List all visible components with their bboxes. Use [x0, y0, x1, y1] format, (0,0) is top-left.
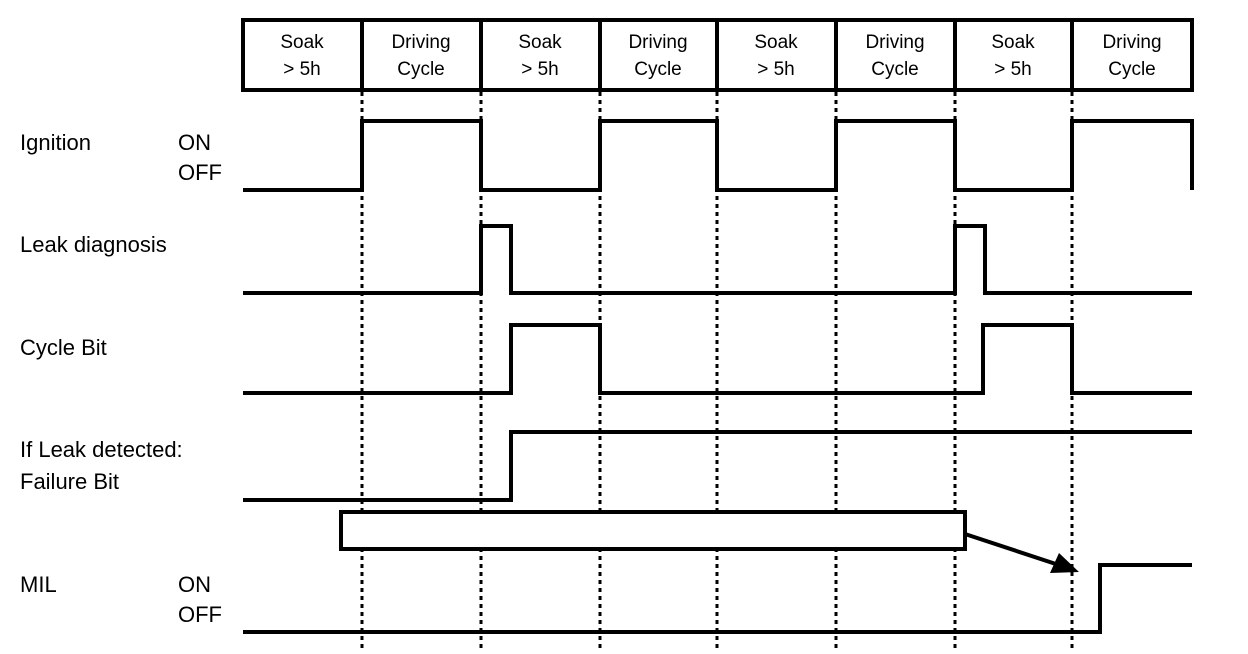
- ignition-label: Ignition: [20, 130, 91, 155]
- header-cell-5-line2: > 5h: [757, 59, 795, 80]
- mil-label: MIL: [20, 572, 57, 597]
- header-cell-2-line2: Cycle: [397, 59, 445, 80]
- mil-annotation-arrow-line: [964, 532, 1069, 570]
- header-cell-2-line1: Driving: [391, 32, 450, 53]
- row-ignition: Ignition ON OFF: [20, 119, 1194, 192]
- header-cell-6-line1: Driving: [865, 32, 924, 53]
- mil-on-label: ON: [178, 572, 211, 597]
- header-cell-6-line2: Cycle: [871, 59, 919, 80]
- header-cell-5-line1: Soak: [754, 32, 798, 53]
- leak-diagnosis-waveform: [243, 224, 1192, 295]
- mil-annotation-arrow-head: [1050, 553, 1079, 573]
- header-cell-7-line2: > 5h: [994, 59, 1032, 80]
- cycle-bit-label: Cycle Bit: [20, 335, 107, 360]
- ignition-waveform: [243, 119, 1194, 192]
- mil-waveform: [243, 563, 1192, 634]
- failure-bit-label-line2: Failure Bit: [20, 469, 119, 494]
- mil-annotation: [339, 510, 1079, 573]
- header-cell-3-line1: Soak: [518, 32, 562, 53]
- header-cell-7-line1: Soak: [991, 32, 1035, 53]
- header-cell-8-line1: Driving: [1102, 32, 1161, 53]
- header-cell-4-line1: Driving: [628, 32, 687, 53]
- row-cycle-bit: Cycle Bit: [20, 323, 1192, 395]
- header-cell-8-line2: Cycle: [1108, 59, 1156, 80]
- cycle-bit-waveform: [243, 323, 1192, 395]
- row-mil: MIL ON OFF: [20, 563, 1192, 634]
- header-cell-1-line1: Soak: [280, 32, 324, 53]
- failure-bit-label-line1: If Leak detected:: [20, 437, 183, 462]
- mil-annotation-bar: [339, 510, 967, 551]
- leak-diagnosis-label: Leak diagnosis: [20, 232, 167, 257]
- failure-bit-waveform: [243, 430, 1192, 502]
- header-cell-4-line2: Cycle: [634, 59, 682, 80]
- row-failure-bit: If Leak detected: Failure Bit: [20, 430, 1192, 502]
- ignition-off-label: OFF: [178, 160, 222, 185]
- header-cell-3-line2: > 5h: [521, 59, 559, 80]
- row-leak-diagnosis: Leak diagnosis: [20, 224, 1192, 295]
- phase-header-table: Soak > 5h Driving Cycle Soak > 5h Drivin…: [241, 18, 1194, 92]
- ignition-on-label: ON: [178, 130, 211, 155]
- header-cell-1-line2: > 5h: [283, 59, 321, 80]
- mil-off-label: OFF: [178, 602, 222, 627]
